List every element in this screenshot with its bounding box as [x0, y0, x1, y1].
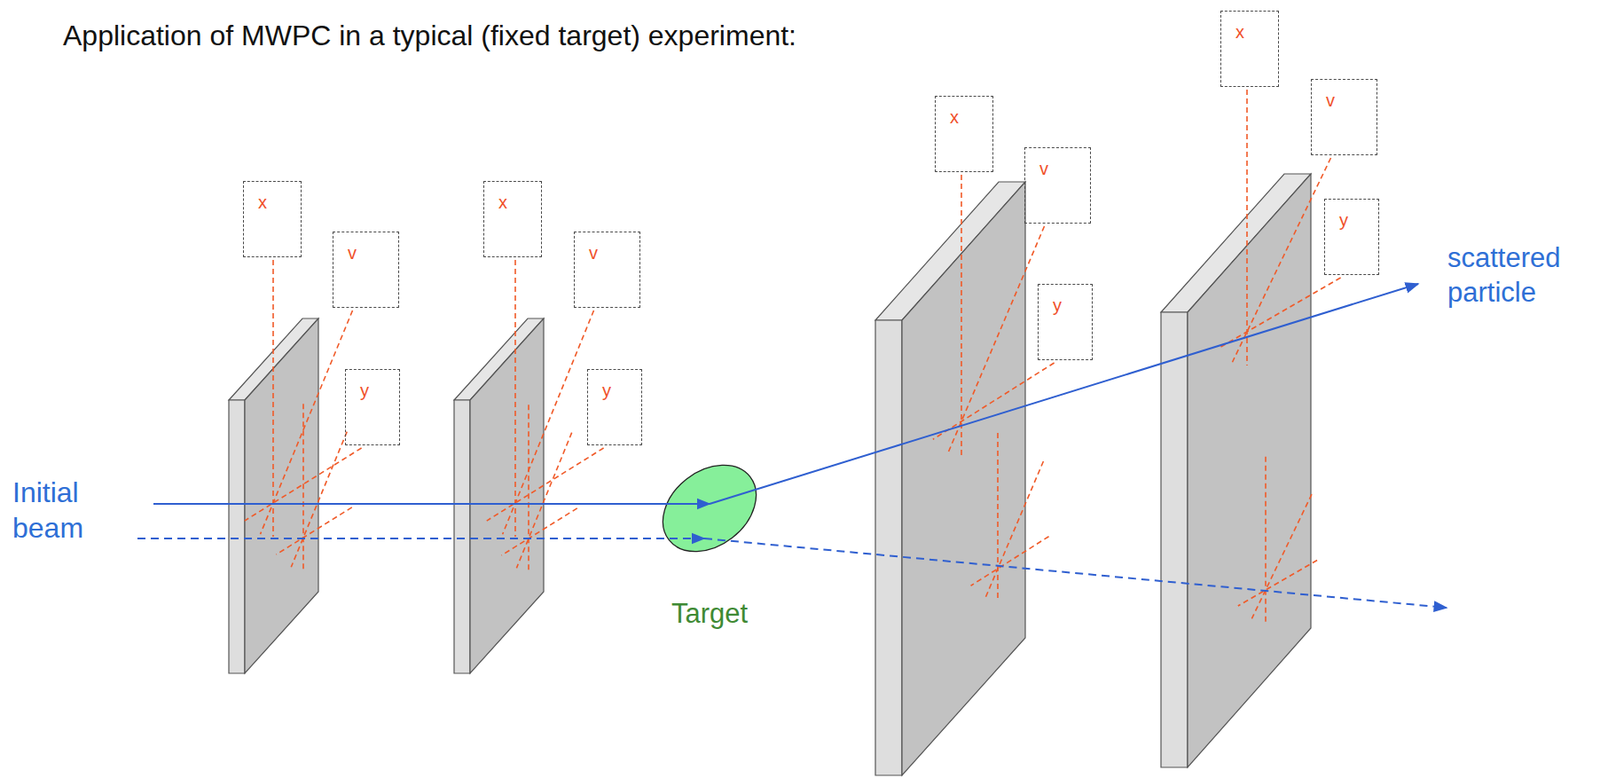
wire-leader-line [985, 461, 1044, 598]
wire-leader-line [1264, 456, 1267, 622]
plane-label: v [1325, 90, 1368, 111]
wire-leader-line [486, 447, 604, 521]
plane-label: x [258, 192, 292, 213]
wire-plane-box: y [1037, 283, 1093, 361]
wire-plane-box: x [934, 95, 994, 173]
target-node: Target [638, 461, 781, 632]
wire-leader-line [971, 536, 1050, 587]
wire-leader-line [527, 404, 530, 571]
beam-label: Initial beam [12, 474, 102, 546]
wire-leader-line [1246, 89, 1248, 366]
wire-leader-line [244, 447, 362, 521]
target-ellipse [645, 447, 773, 570]
wire-leader-line [1251, 494, 1312, 619]
plane-label: v [588, 243, 631, 264]
wire-leader-line [1238, 559, 1318, 606]
wire-leader-line [514, 259, 517, 537]
wire-chamber [454, 318, 544, 674]
wire-plane-box: v [332, 231, 400, 308]
wire-plane-box: x [243, 180, 302, 258]
wire-leader-line [996, 432, 999, 601]
wire-plane-box: y [587, 368, 643, 446]
plane-label: v [1039, 158, 1082, 180]
wire-leader-line [948, 226, 1044, 453]
plane-label: x [498, 192, 533, 213]
wire-leader-line [275, 507, 352, 555]
wire-leader-line [516, 432, 572, 569]
wire-leader-line [933, 362, 1055, 440]
wire-plane-box: v [1310, 78, 1378, 156]
wire-leader-line [502, 310, 595, 534]
wire-plane-box: v [573, 231, 641, 308]
unscattered-beam-track [137, 537, 705, 540]
wire-chamber [875, 181, 1026, 776]
unscattered-beam-track [704, 538, 1447, 608]
wire-plane-box: v [1024, 147, 1091, 224]
wire-leader-line [960, 174, 963, 455]
wire-leader-line [501, 508, 577, 556]
scattered-label: scattered particle [1447, 241, 1581, 311]
diagram-title: Application of MWPC in a typical (fixed … [62, 19, 797, 53]
wire-leader-line [290, 431, 347, 568]
wire-leader-line [272, 259, 275, 537]
plane-label: y [602, 380, 633, 401]
wire-plane-box: x [1220, 10, 1279, 87]
plane-label: y [360, 380, 391, 401]
wire-plane-box: y [345, 368, 400, 446]
plane-label: y [1052, 295, 1083, 316]
wire-plane-box: y [1324, 198, 1380, 275]
plane-label: y [1339, 210, 1370, 231]
wire-chamber [1160, 173, 1311, 768]
plane-label: x [1235, 22, 1270, 43]
plane-label: v [347, 243, 390, 264]
wire-leader-line [260, 310, 353, 534]
wire-plane-box: x [483, 180, 542, 258]
initial-beam-track [153, 502, 710, 505]
target-label: Target [671, 597, 748, 630]
plane-label: x [949, 107, 984, 128]
scattered-track [709, 283, 1419, 504]
